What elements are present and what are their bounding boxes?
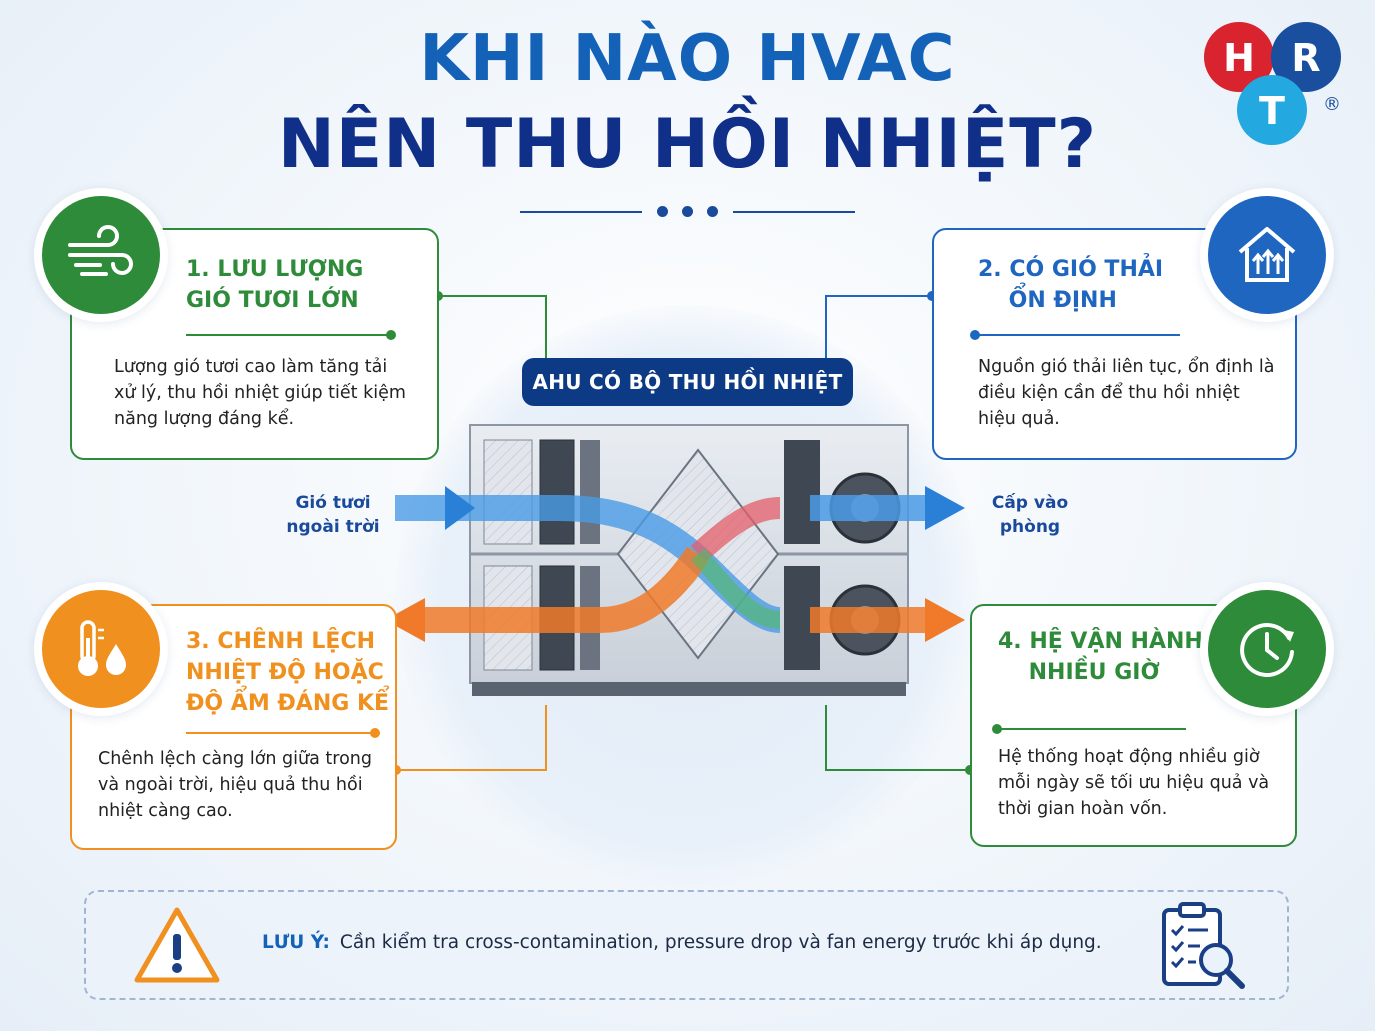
clipboard-search-icon [1156, 900, 1252, 1000]
title-line-1: KHI NÀO HVAC [419, 22, 956, 96]
fresh-air-label: Gió tươi ngoài trời [286, 493, 380, 537]
card-1-heading: 1. LƯU LƯỢNG GIÓ TƯƠI LỚN [186, 257, 364, 313]
card-3-heading: 3. CHÊNH LỆCH NHIỆT ĐỘ HOẶC ĐỘ ẨM ĐÁNG K… [186, 629, 390, 716]
exhaust-out-arrow [385, 598, 425, 642]
card-3-temperature: 3. CHÊNH LỆCH NHIỆT ĐỘ HOẶC ĐỘ ẨM ĐÁNG K… [70, 604, 397, 850]
note-text-line: LƯU Ý: Cần kiểm tra cross-contamination, … [262, 932, 1102, 953]
wind-icon [42, 196, 160, 314]
card-4-text: Hệ thống hoạt động nhiều giờ mỗi ngày sẽ… [998, 747, 1270, 819]
card-3-text: Chênh lệch càng lớn giữa trong và ngoài … [98, 749, 372, 821]
logo-letter-h: H [1223, 36, 1255, 80]
ahu-unit-illustration [385, 424, 965, 696]
logo-letter-t: T [1259, 89, 1285, 133]
card-1-text: Lượng gió tươi cao làm tăng tải xử lý, t… [114, 357, 406, 429]
card-2-exhaust: 2. CÓ GIÓ THẢI ỔN ĐỊNH Nguồn gió thải li… [932, 228, 1297, 460]
ahu-label: AHU CÓ BỘ THU HỒI NHIỆT [522, 358, 853, 406]
green-flow [691, 548, 781, 629]
note-text: Cần kiểm tra cross-contamination, pressu… [339, 932, 1102, 953]
supply-air-arrow [925, 486, 965, 530]
filter-top-2 [539, 439, 575, 545]
card-4-heading: 4. HỆ VẬN HÀNH NHIỀU GIỜ [998, 629, 1203, 685]
warning-icon [132, 904, 222, 990]
supply-air-label: Cấp vào phòng [991, 493, 1069, 537]
exhaust-red-flow [690, 497, 781, 563]
clock-cycle-icon [1208, 590, 1326, 708]
card-2-text: Nguồn gió thải liên tục, ổn định là điều… [978, 357, 1275, 429]
filter-top-3 [580, 440, 600, 544]
house-exhaust-icon [1208, 196, 1326, 314]
thermometer-humidity-icon [42, 590, 160, 708]
return-air-arrow [925, 598, 965, 642]
note-label: LƯU Ý: [262, 932, 330, 953]
filter-top-1 [483, 439, 533, 545]
logo-registered-mark: ® [1323, 94, 1341, 115]
fresh-air-arrow [445, 486, 475, 530]
exhaust-air-flow [425, 546, 709, 633]
logo-letter-r: R [1291, 36, 1320, 80]
note-box: LƯU Ý: Cần kiểm tra cross-contamination, … [84, 890, 1289, 1000]
card-2-heading: 2. CÓ GIÓ THẢI ỔN ĐỊNH [978, 257, 1164, 313]
title-divider [520, 205, 855, 219]
coil-top [784, 440, 820, 544]
hrt-logo: H R T ® [1202, 20, 1362, 150]
title-line-2: NÊN THU HỒI NHIỆT? [277, 105, 1098, 184]
